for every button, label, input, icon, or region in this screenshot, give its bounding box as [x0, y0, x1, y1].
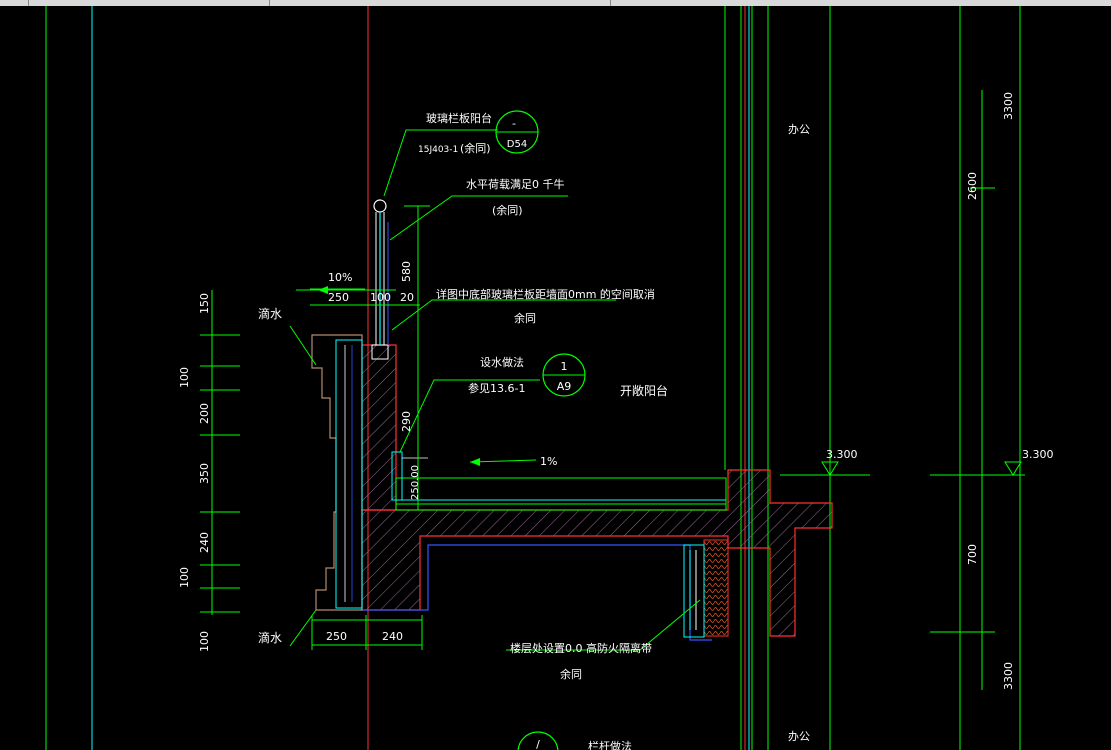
level-markers: [318, 286, 1022, 476]
tab-3[interactable]: [270, 0, 611, 6]
bottom-bubble-text: /: [536, 738, 540, 750]
detail-bubble-rail[interactable]: [495, 110, 539, 154]
drip-label-bottom: 滴水: [258, 630, 282, 645]
bubble-rail-bottom: D54: [507, 139, 527, 150]
callout-fire-title: 楼层处设置0.0 高防火隔离带: [510, 641, 652, 655]
callout-load-same: (余同): [492, 203, 523, 217]
bubble-rail-top: -: [512, 117, 516, 130]
vdim-240: 240: [198, 532, 211, 553]
window-top-bar: [0, 0, 1111, 6]
vdim-100c: 100: [198, 631, 211, 652]
dim-290: 290: [400, 411, 413, 432]
dim-100-top: 100: [370, 291, 391, 304]
callout-gap-same: 余同: [514, 311, 536, 325]
callout-wp-title: 设水做法: [480, 355, 524, 369]
callout-rail-title: 玻璃栏板阳台: [426, 111, 492, 125]
rdim-3300-top: 3300: [1002, 92, 1015, 120]
callout-fire-same: 余同: [560, 667, 582, 681]
tab-1[interactable]: [0, 0, 29, 6]
vdim-100b: 100: [178, 567, 191, 588]
drip-label-top: 滴水: [258, 306, 282, 321]
level-right: 3.300: [1022, 448, 1054, 461]
detail-bubble-waterproof[interactable]: [542, 353, 586, 397]
dim-240-bottom: 240: [382, 630, 403, 643]
callout-wp-ref: 参见13.6-1: [468, 381, 525, 395]
callout-gap-title: 详图中底部玻璃栏板距墙面0mm 的空间取消: [436, 287, 655, 301]
detail-bubble-bottom[interactable]: [517, 731, 559, 750]
slope-floor: 1%: [540, 455, 557, 468]
vertical-dimension-ticks: [200, 187, 995, 613]
rdim-3300-bottom: 3300: [1002, 662, 1015, 690]
bubble-wp-bottom: A9: [557, 380, 572, 393]
office-label-top: 办公: [788, 123, 810, 136]
dim-250-bottom: 250: [326, 630, 347, 643]
balcony-slab: [360, 344, 833, 641]
callout-load-title: 水平荷载满足0 千牛: [466, 177, 565, 191]
rdim-2600: 2600: [966, 172, 979, 200]
parapet: [311, 334, 389, 611]
rdim-700: 700: [966, 544, 979, 565]
level-mid: 3.300: [826, 448, 858, 461]
vdim-200: 200: [198, 403, 211, 424]
balcony-label: 开敞阳台: [620, 383, 668, 398]
office-label-bottom: 办公: [788, 730, 810, 743]
tab-2[interactable]: [29, 0, 270, 6]
grid-lines: [45, 6, 1021, 750]
callout-rail-ref: 15J403-1: [418, 145, 458, 155]
bottom-note: 栏杆做法: [588, 739, 632, 750]
slope-parapet: 10%: [328, 271, 352, 284]
callout-rail-same: (余同): [460, 141, 491, 155]
drain-detail: [391, 451, 428, 501]
dim-580: 580: [400, 261, 413, 282]
dim-20-top: 20: [400, 291, 414, 304]
bubble-wp-top: 1: [561, 360, 568, 373]
vdim-350: 350: [198, 463, 211, 484]
vdim-100a: 100: [178, 367, 191, 388]
vdim-150: 150: [198, 293, 211, 314]
dim-250-00: 250.00: [410, 465, 421, 500]
glass-railing: [373, 199, 389, 345]
leader-lines: [211, 90, 1025, 690]
dim-250-top: 250: [328, 291, 349, 304]
